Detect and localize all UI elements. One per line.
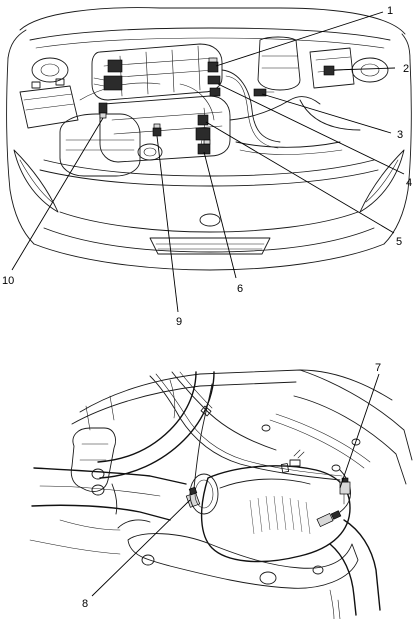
leader-line-1 [215, 11, 384, 67]
component-9 [152, 123, 162, 137]
component-cluster-upper-left [93, 59, 123, 91]
callout-5: 5 [396, 236, 402, 248]
component-1 [207, 57, 219, 73]
engine-compartment-view [6, 7, 412, 313]
leader-line-5 [205, 121, 395, 234]
component-5 [197, 114, 209, 126]
callout-8: 8 [82, 598, 88, 610]
leader-line-3 [261, 93, 392, 134]
leader-line-9 [156, 135, 179, 313]
component-2 [323, 65, 335, 76]
callout-9: 9 [176, 316, 182, 328]
leader-line-10 [11, 117, 104, 271]
leader-line-8 [91, 499, 191, 597]
callout-3: 3 [397, 129, 403, 141]
leader-line-4 [217, 83, 405, 175]
callout-4: 4 [406, 177, 412, 189]
underbody-exhaust-view [29, 369, 413, 619]
leader-line-6 [203, 151, 237, 279]
callout-6: 6 [237, 283, 243, 295]
component-6 [195, 127, 211, 155]
callout-10: 10 [2, 275, 14, 287]
component-4 [207, 75, 221, 97]
callout-7: 7 [375, 362, 381, 374]
leader-line-2 [333, 67, 396, 71]
component-3 [253, 88, 275, 97]
component-8 [185, 383, 213, 508]
callout-2: 2 [403, 63, 409, 75]
leader-line-7 [339, 373, 380, 489]
component-10 [98, 102, 108, 119]
callout-1: 1 [387, 5, 393, 17]
